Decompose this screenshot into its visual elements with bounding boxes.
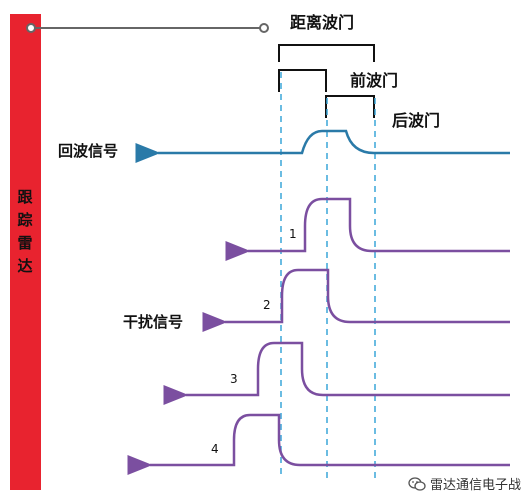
pulse-number-1: 1: [289, 227, 297, 241]
tracking-radar-bar: [10, 14, 41, 490]
echo-signal-line: [135, 129, 510, 163]
connector-start-dot: [26, 23, 36, 33]
back-gate-label: 后波门: [392, 111, 441, 130]
range-gate-label: 距离波门: [290, 13, 355, 32]
jamming-pulse-2: [202, 268, 510, 332]
watermark: 雷达通信电子战: [408, 474, 521, 493]
tracking-radar-label: 跟 踪 雷 达: [17, 188, 34, 275]
jamming-pulse-1: [225, 197, 510, 261]
front-gate-bracket: [278, 69, 327, 92]
connector-end-dot: [259, 23, 269, 33]
jamming-signal-label: 干扰信号: [123, 313, 184, 331]
echo-signal-label: 回波信号: [58, 142, 119, 160]
back-gate-bracket: [325, 95, 375, 118]
front-gate-label: 前波门: [350, 71, 399, 90]
watermark-text: 雷达通信电子战: [429, 478, 521, 493]
jamming-pulse-3: [163, 341, 510, 405]
pulse-number-4: 4: [211, 442, 219, 456]
wechat-icon: [408, 476, 426, 491]
jamming-pulse-4: [127, 413, 510, 475]
pulse-number-3: 3: [230, 372, 238, 386]
pulse-number-2: 2: [263, 298, 271, 312]
range-gate-bracket: [278, 44, 375, 62]
